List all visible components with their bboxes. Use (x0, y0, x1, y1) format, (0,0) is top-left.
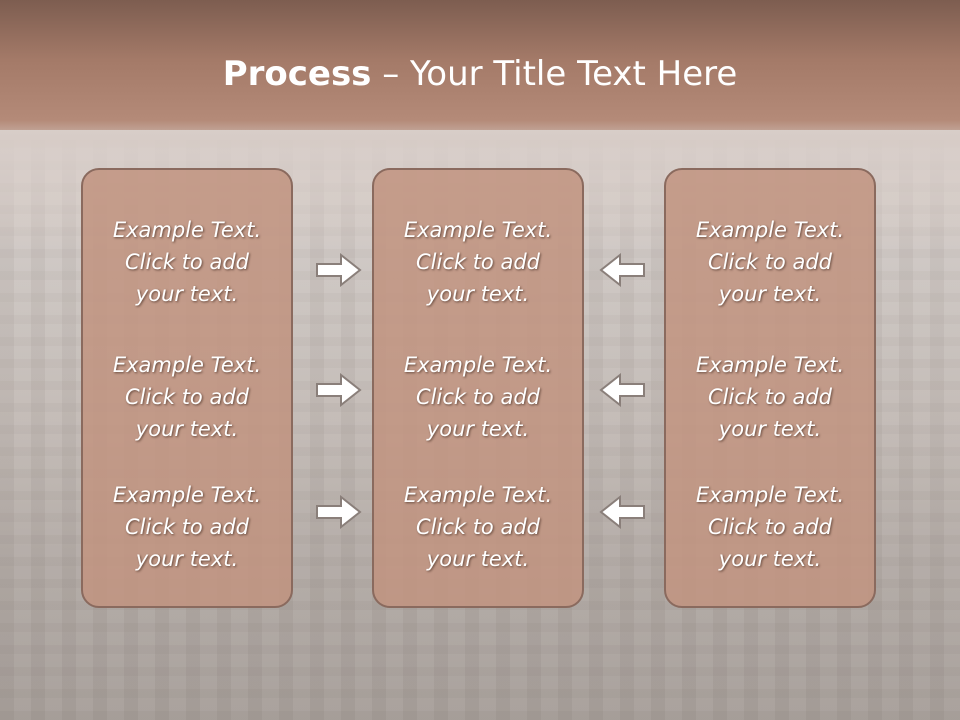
text-line: Example Text. (112, 353, 262, 377)
text-line: your text. (426, 282, 530, 306)
arrow-left-icon (598, 495, 646, 529)
title-bold: Process (222, 54, 372, 94)
middle-column-box[interactable]: Example Text. Click to add your text. Ex… (372, 168, 584, 608)
arrow-right-icon (315, 373, 363, 407)
text-line: Example Text. (403, 353, 553, 377)
arrow-left-icon (598, 253, 646, 287)
left-text-block-3[interactable]: Example Text. Click to add your text. (83, 479, 291, 575)
text-line: your text. (718, 282, 822, 306)
text-line: your text. (718, 547, 822, 571)
right-text-block-3[interactable]: Example Text. Click to add your text. (666, 479, 874, 575)
text-line: Example Text. (112, 218, 262, 242)
text-line: your text. (135, 547, 239, 571)
left-text-block-1[interactable]: Example Text. Click to add your text. (83, 214, 291, 310)
arrow-right-icon (315, 253, 363, 287)
middle-text-block-3[interactable]: Example Text. Click to add your text. (374, 479, 582, 575)
right-column-box[interactable]: Example Text. Click to add your text. Ex… (664, 168, 876, 608)
left-column-box[interactable]: Example Text. Click to add your text. Ex… (81, 168, 293, 608)
right-text-block-1[interactable]: Example Text. Click to add your text. (666, 214, 874, 310)
middle-text-block-1[interactable]: Example Text. Click to add your text. (374, 214, 582, 310)
text-line: your text. (135, 417, 239, 441)
text-line: Click to add (124, 515, 249, 539)
right-text-block-2[interactable]: Example Text. Click to add your text. (666, 349, 874, 445)
text-line: Example Text. (403, 483, 553, 507)
text-line: Click to add (415, 385, 540, 409)
text-line: Example Text. (403, 218, 553, 242)
text-line: Click to add (707, 385, 832, 409)
middle-text-block-2[interactable]: Example Text. Click to add your text. (374, 349, 582, 445)
text-line: your text. (718, 417, 822, 441)
text-line: your text. (426, 417, 530, 441)
arrow-left-icon (598, 373, 646, 407)
left-text-block-2[interactable]: Example Text. Click to add your text. (83, 349, 291, 445)
slide-title[interactable]: Process – Your Title Text Here (0, 52, 960, 96)
text-line: Example Text. (695, 483, 845, 507)
text-line: Click to add (707, 250, 832, 274)
text-line: Example Text. (695, 218, 845, 242)
title-rest: – Your Title Text Here (371, 54, 738, 94)
text-line: Click to add (707, 515, 832, 539)
text-line: Click to add (415, 515, 540, 539)
text-line: Example Text. (112, 483, 262, 507)
text-line: your text. (426, 547, 530, 571)
arrow-right-icon (315, 495, 363, 529)
text-line: your text. (135, 282, 239, 306)
text-line: Click to add (124, 250, 249, 274)
text-line: Click to add (124, 385, 249, 409)
text-line: Click to add (415, 250, 540, 274)
text-line: Example Text. (695, 353, 845, 377)
